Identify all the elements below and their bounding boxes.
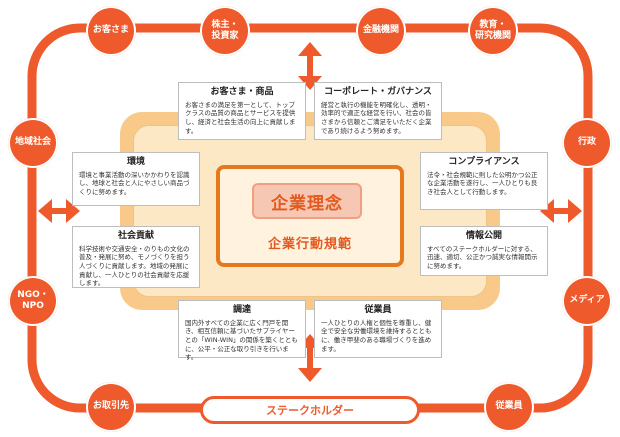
node-financial: 金融機関 bbox=[356, 6, 406, 56]
card-body: 環境と事業活動の深いかかわりを認識し、地球と社会と人にやさしい商品づくりに努めま… bbox=[79, 170, 190, 197]
arrow-left bbox=[38, 199, 80, 223]
card-disclosure: 情報公開 すべてのステークホルダーに対する、迅速、適切、公正かつ誠実な情報開示に… bbox=[420, 226, 548, 276]
card-title: 調達 bbox=[232, 305, 251, 315]
node-community: 地域社会 bbox=[8, 118, 58, 168]
card-governance: コーポレート・ガバナンス 経営と執行の機能を明確化し、透明・効率的で適正な経営を… bbox=[314, 82, 442, 140]
node-shareholders: 株主・ 投資家 bbox=[200, 6, 250, 56]
node-government: 行政 bbox=[562, 118, 612, 168]
card-compliance: コンプライアンス 法令・社会規範に則した公明かつ公正な企業活動を遂行し、一人ひと… bbox=[420, 152, 548, 210]
code-of-conduct: 企業行動規範 bbox=[267, 237, 352, 252]
node-media: メディア bbox=[562, 276, 612, 326]
card-body: 経営と執行の機能を明確化し、透明・効率的で適正な経営を行い、社会の皆さまから信頼… bbox=[321, 100, 432, 135]
node-customers: お客さま bbox=[86, 6, 136, 56]
card-employees: 従業員 一人ひとりの人権と個性を尊重し、健全で安全な労働環境を維持するとともに、… bbox=[314, 300, 442, 358]
card-title: コーポレート・ガバナンス bbox=[324, 87, 432, 97]
card-products: お客さま・商品 お客さまの満足を第一として、トップクラスの品質の商品とサービスを… bbox=[178, 82, 306, 140]
card-title: 情報公開 bbox=[465, 231, 502, 241]
arrow-top bbox=[298, 42, 322, 90]
node-education: 教育・ 研究機関 bbox=[468, 6, 518, 56]
card-title: 環境 bbox=[126, 157, 145, 167]
card-body: すべてのステークホルダーに対する、迅速、適切、公正かつ誠実な情報開示に努めます。 bbox=[427, 244, 538, 271]
stakeholder-label: ステークホルダー bbox=[200, 396, 420, 424]
card-procurement: 調達 国内外すべての企業に広く門戸を開き、相互信頼に基づいたサプライヤーとの「W… bbox=[178, 300, 306, 361]
card-body: 一人ひとりの人権と個性を尊重し、健全で安全な労働環境を維持するとともに、働き甲斐… bbox=[321, 318, 432, 353]
node-ngo: NGO・ NPO bbox=[8, 276, 58, 326]
card-social: 社会貢献 科学技術や交通安全・のりもの文化の普及・発展に努め、モノづくりを担う人… bbox=[72, 226, 200, 288]
card-environment: 環境 環境と事業活動の深いかかわりを認識し、地球と社会と人にやさしい商品づくりに… bbox=[72, 152, 200, 206]
card-body: 法令・社会規範に則した公明かつ公正な企業活動を遂行し、一人ひとりも良き社会人とし… bbox=[427, 170, 538, 197]
card-body: お客さまの満足を第一として、トップクラスの品質の商品とサービスを提供し、経済と社… bbox=[185, 100, 296, 135]
card-body: 国内外すべての企業に広く門戸を開き、相互信頼に基づいたサプライヤーとの「WIN-… bbox=[185, 318, 298, 362]
card-title: 社会貢献 bbox=[117, 231, 154, 241]
card-title: コンプライアンス bbox=[448, 157, 520, 167]
node-employees: 従業員 bbox=[484, 382, 534, 432]
corporate-philosophy: 企業理念 bbox=[252, 183, 362, 219]
card-title: お客さま・商品 bbox=[210, 87, 274, 97]
card-body: 科学技術や交通安全・のりもの文化の普及・発展に努め、モノづくりを担う人づくりに貢… bbox=[79, 244, 190, 288]
arrow-right bbox=[540, 199, 582, 223]
node-suppliers: お取引先 bbox=[86, 382, 136, 432]
card-title: 従業員 bbox=[364, 305, 392, 315]
